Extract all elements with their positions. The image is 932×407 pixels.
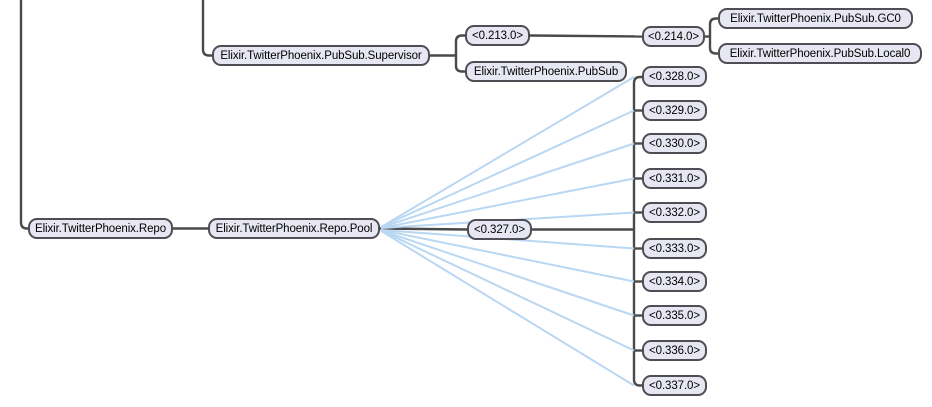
edge-top-trunk-to-repo <box>19 0 28 230</box>
node-pid-0-333-0[interactable]: <0.333.0> <box>642 238 707 259</box>
edge-pool-workers-spine <box>632 75 642 387</box>
node-pid-0-336-0[interactable]: <0.336.0> <box>642 340 707 361</box>
link-pool-329 <box>380 109 635 228</box>
node-pid-0-214-0[interactable]: <0.214.0> <box>642 26 705 47</box>
node-repo[interactable]: Elixir.TwitterPhoenix.Repo <box>28 218 173 239</box>
edge-supervisor-children-spine <box>454 34 465 73</box>
node-pid-0-334-0[interactable]: <0.334.0> <box>642 271 707 292</box>
edge-pool-to-327 <box>379 227 468 231</box>
node-pid-0-330-0[interactable]: <0.330.0> <box>642 133 707 154</box>
node-pid-0-328-0[interactable]: <0.328.0> <box>642 66 707 87</box>
link-pool-337 <box>380 230 635 387</box>
link-pool-328 <box>380 76 635 228</box>
edge-top-trunk-to-supervisor <box>201 0 212 57</box>
node-pubsub-local0[interactable]: Elixir.TwitterPhoenix.PubSub.Local0 <box>718 43 922 64</box>
link-pool-335 <box>380 229 635 317</box>
link-pool-334 <box>380 229 635 283</box>
edge-213-to-214 <box>529 34 643 38</box>
node-pid-0-335-0[interactable]: <0.335.0> <box>642 305 707 326</box>
node-pid-0-331-0[interactable]: <0.331.0> <box>642 168 707 189</box>
node-pid-0-327-0[interactable]: <0.327.0> <box>467 219 532 240</box>
link-pool-331 <box>380 177 635 229</box>
node-pubsub-gc0[interactable]: Elixir.TwitterPhoenix.PubSub.GC0 <box>718 8 913 29</box>
node-pid-0-329-0[interactable]: <0.329.0> <box>642 100 707 121</box>
link-pool-330 <box>380 142 635 229</box>
link-pool-336 <box>380 229 635 352</box>
node-pubsub-supervisor[interactable]: Elixir.TwitterPhoenix.PubSub.Supervisor <box>212 45 430 66</box>
node-pubsub[interactable]: Elixir.TwitterPhoenix.PubSub <box>465 61 627 82</box>
node-repo-pool[interactable]: Elixir.TwitterPhoenix.Repo.Pool <box>208 218 380 239</box>
node-pid-0-332-0[interactable]: <0.332.0> <box>642 202 707 223</box>
node-pid-0-337-0[interactable]: <0.337.0> <box>642 375 707 396</box>
node-pid-0-213-0[interactable]: <0.213.0> <box>465 25 530 46</box>
edge-214-children-spine <box>708 17 718 55</box>
